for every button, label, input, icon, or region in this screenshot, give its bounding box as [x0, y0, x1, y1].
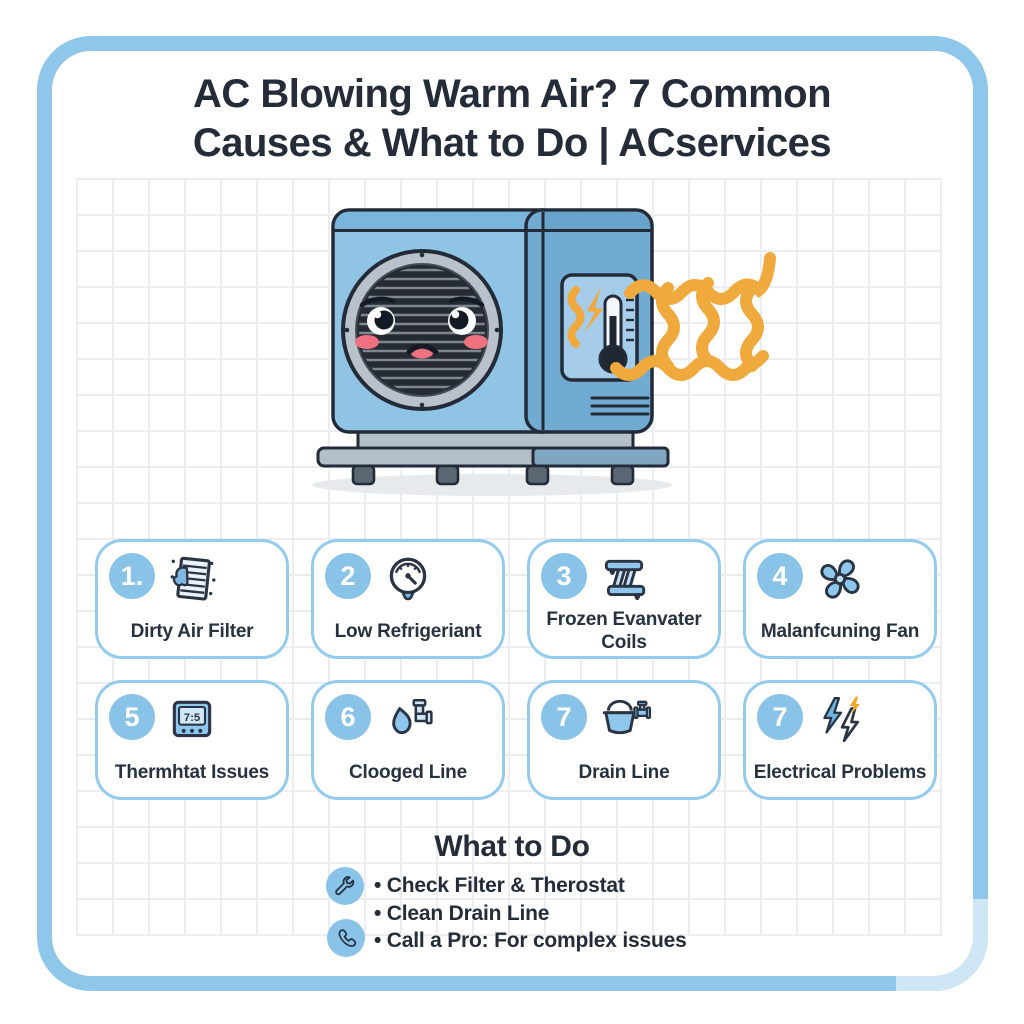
- number-badge: 3: [541, 553, 587, 599]
- what-to-do-heading: What to Do: [434, 830, 590, 863]
- cause-label: Malanfcuning Fan: [760, 620, 920, 642]
- cause-label: Low Refrigeriant: [334, 620, 482, 642]
- cause-card-6: 6 Clooged Line: [311, 680, 505, 800]
- cause-label: Electrical Problems: [753, 761, 927, 783]
- title-line-2: Causes & What to Do | ACservices: [192, 121, 832, 165]
- border-frame: [37, 36, 988, 991]
- todo-item-1: • Check Filter & Therostat: [374, 874, 625, 897]
- number-badge: 5: [109, 694, 155, 740]
- cause-label: Dirty Air Filter: [130, 620, 254, 642]
- cause-card-7: 7 Drain Line: [527, 680, 721, 800]
- fan-icon: [746, 550, 934, 608]
- todo-item-2: • Clean Drain Line: [374, 901, 550, 925]
- unit-shadow: [312, 474, 672, 496]
- pressure-gauge-icon: [314, 550, 502, 608]
- ac-unit-illustration: [312, 208, 776, 496]
- number-badge: 1.: [109, 553, 155, 599]
- fan-face: [355, 296, 488, 359]
- page-title: AC Blowing Warm Air? 7 Common Causes & W…: [60, 70, 964, 168]
- heat-bolt-icon: [584, 287, 603, 333]
- fan-grill: [341, 249, 503, 411]
- thermostat-icon: 7:5: [98, 691, 286, 749]
- phone-icon: [327, 919, 365, 957]
- dirty-air-filter-icon: [98, 550, 286, 608]
- cause-label: Frozen Evanvater Coils: [546, 609, 702, 653]
- cause-card-4: 4 Malanfcuning Fan: [743, 539, 937, 659]
- bucket-drain-icon: [530, 691, 718, 749]
- cause-card-1: 1. Dirty Air Filter: [95, 539, 289, 659]
- title-line-1: AC Blowing Warm Air? 7 Common: [192, 72, 832, 116]
- cause-label: Clooged Line: [349, 761, 467, 783]
- what-to-do-list: • Check Filter & Therostat • Clean Drain…: [374, 872, 687, 955]
- vent-lines: [590, 396, 650, 416]
- thermometer-panel: [560, 273, 639, 382]
- number-badge: 4: [757, 553, 803, 599]
- cause-label: Thermhtat Issues: [114, 761, 270, 783]
- number-badge: 6: [325, 694, 371, 740]
- number-badge: 7: [541, 694, 587, 740]
- wrench-icon: [326, 867, 364, 905]
- clogged-pipe-icon: [314, 691, 502, 749]
- cause-label: Drain Line: [578, 761, 670, 783]
- cause-card-2: 2 Low Refrigeriant: [311, 539, 505, 659]
- heat-waves: [610, 252, 776, 381]
- todo-item-3: • Call a Pro: For complex issues: [374, 929, 687, 952]
- lightning-icon: [746, 691, 934, 749]
- number-badge: 2: [325, 553, 371, 599]
- frozen-coils-icon: [530, 550, 718, 608]
- thermostat-display: 7:5: [184, 712, 201, 724]
- cause-card-5: 5 7:5 Thermhtat Issues: [95, 680, 289, 800]
- cause-card-3: 3 Frozen Evanvater Coils: [527, 539, 721, 659]
- cause-card-8: 7 Electrical Problems: [743, 680, 937, 800]
- number-badge: 7: [757, 694, 803, 740]
